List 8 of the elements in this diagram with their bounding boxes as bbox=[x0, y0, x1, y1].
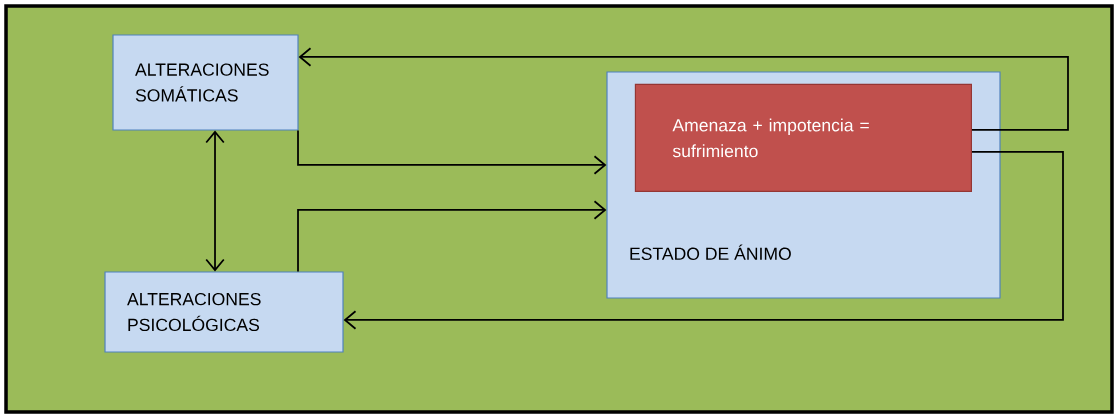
arrow bbox=[297, 129, 607, 175]
arrow bbox=[298, 47, 1069, 131]
arrow bbox=[297, 200, 607, 273]
process-box: ALTERACIONES SOMÁTICAS bbox=[112, 34, 299, 131]
arrow bbox=[205, 130, 225, 272]
arrow bbox=[343, 151, 1064, 330]
alert-box: Amenaza + impotencia = sufrimiento bbox=[634, 83, 972, 192]
process-box: ALTERACIONES PSICOLÓGICAS bbox=[104, 271, 344, 353]
